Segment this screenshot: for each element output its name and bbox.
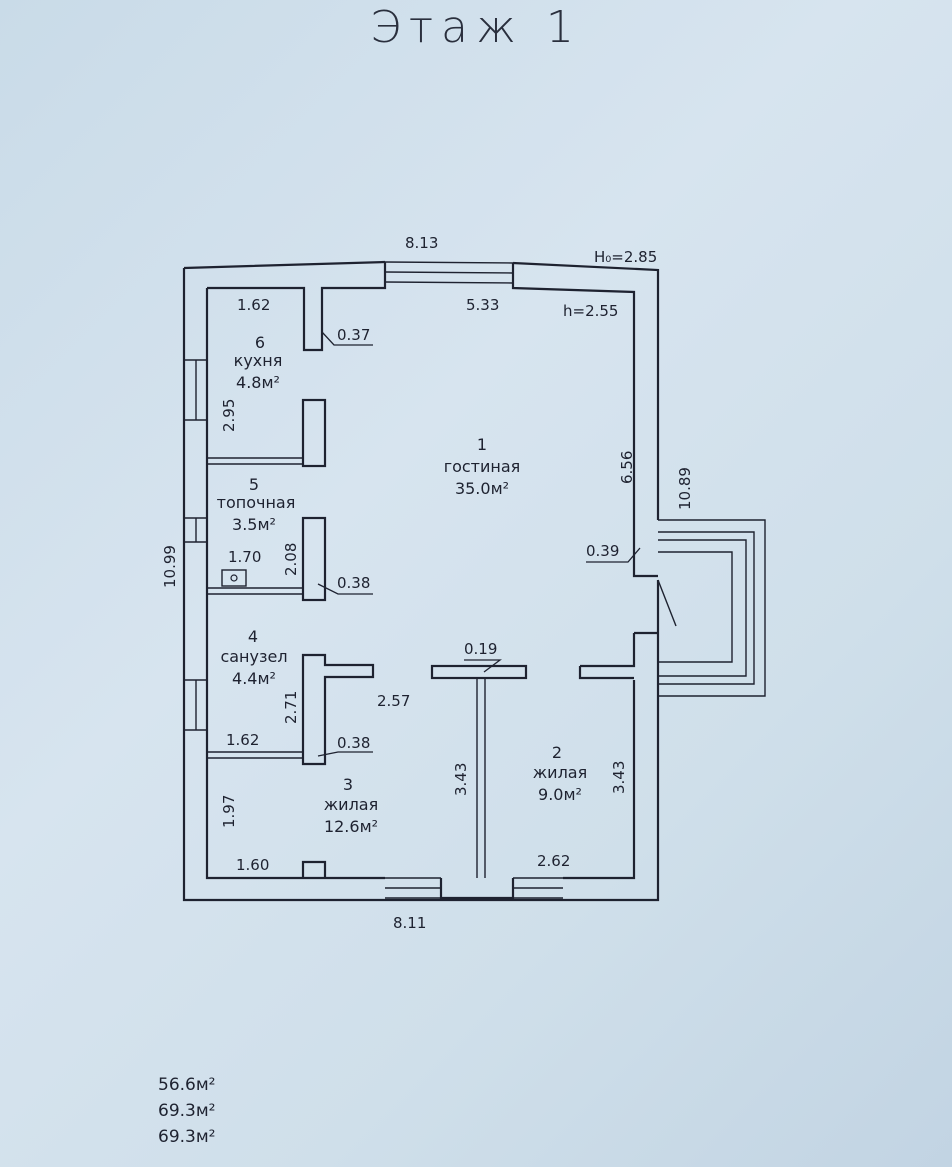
room-area: 4.8м² — [236, 373, 280, 392]
room-2-label: 2 жилая 9.0м² — [533, 743, 587, 804]
dim-wall-kitchen: 0.37 — [337, 326, 370, 344]
dim-room3-width: 2.57 — [377, 692, 410, 710]
room-area: 12.6м² — [324, 817, 378, 836]
dim-wc-width: 1.62 — [226, 731, 259, 749]
leader-037 — [321, 331, 373, 346]
room-number: 1 — [477, 435, 487, 454]
kitchen-wall-top — [207, 262, 387, 352]
page-title: Этаж 1 — [370, 2, 582, 53]
partition-wc-room3 — [207, 751, 303, 759]
room-number: 6 — [255, 333, 265, 352]
entrance-door — [657, 579, 677, 627]
partition-middle — [430, 664, 528, 680]
window-left-3 — [184, 679, 207, 731]
total-area-1: 56.6м² — [158, 1075, 216, 1095]
dim-room2-width: 2.62 — [537, 852, 570, 870]
room-number: 5 — [249, 475, 259, 494]
room-6-label: 6 кухня 4.8м² — [234, 333, 283, 392]
dim-wall-boiler: 0.38 — [337, 574, 370, 592]
window-bottom-2 — [513, 877, 563, 899]
dim-kitchen-width: 1.62 — [237, 296, 270, 314]
window-bottom-1 — [385, 877, 441, 899]
total-area-3: 69.3м² — [158, 1127, 216, 1147]
dim-living-depth: 6.56 — [618, 451, 636, 484]
height-inner: h=2.55 — [563, 302, 618, 320]
dim-top-outer: 8.13 — [405, 234, 438, 252]
window-top — [384, 261, 514, 284]
partition-boiler-wc — [207, 587, 303, 595]
room-number: 2 — [552, 743, 562, 762]
room-name: санузел — [220, 647, 287, 666]
inner-wall-outline — [205, 288, 658, 900]
room-name: жилая — [533, 763, 587, 782]
outer-wall-top — [183, 260, 660, 520]
dim-room3-depth: 1.97 — [220, 795, 238, 828]
dim-room2-depth: 3.43 — [610, 761, 628, 794]
outer-wall-left — [182, 268, 660, 902]
room-name: гостиная — [444, 457, 521, 476]
partition-room2-room3 — [476, 678, 486, 878]
dim-kitchen-depth: 2.95 — [220, 399, 238, 432]
room-4-label: 4 санузел 4.4м² — [220, 627, 287, 688]
boiler-icon-dot — [230, 574, 238, 582]
total-area-2: 69.3м² — [158, 1101, 216, 1121]
partition-room2 — [578, 633, 636, 680]
room-name: кухня — [234, 351, 283, 370]
room-area: 9.0м² — [538, 785, 582, 804]
leader-019 — [464, 659, 502, 673]
partition-kitchen-boiler — [207, 457, 303, 465]
dim-boiler-width: 1.70 — [228, 548, 261, 566]
dim-wall-wc: 0.38 — [337, 734, 370, 752]
room-3-label: 3 жилая 12.6м² — [324, 775, 378, 836]
leader-039 — [586, 547, 641, 563]
room-5-label: 5 топочная 3.5м² — [217, 475, 296, 534]
dim-boiler-depth: 2.08 — [282, 543, 300, 576]
dim-room3-side: 3.43 — [452, 763, 470, 796]
porch — [658, 519, 766, 697]
dim-bottom-outer: 8.11 — [393, 914, 426, 932]
dim-partition: 0.19 — [464, 640, 497, 658]
living-wall-right — [511, 263, 658, 578]
leader-038a — [317, 583, 373, 595]
wall-notch — [301, 860, 327, 878]
partition-kitchen — [301, 398, 327, 468]
dim-left-outer: 10.99 — [161, 545, 179, 588]
room-number: 4 — [248, 627, 258, 646]
leader-038b — [317, 751, 373, 757]
window-left-1 — [184, 359, 207, 421]
room-1-label: 1 гостиная 35.0м² — [444, 435, 521, 498]
dim-wc-depth: 2.71 — [282, 691, 300, 724]
boiler-icon — [221, 569, 247, 587]
area-totals: 56.6м² 69.3м² 69.3м² — [158, 1072, 216, 1150]
room-area: 35.0м² — [455, 479, 509, 498]
room-name: жилая — [324, 795, 378, 814]
dim-room3-bottom: 1.60 — [236, 856, 269, 874]
partition-boiler — [301, 516, 327, 602]
room-name: топочная — [217, 493, 296, 512]
room-area: 3.5м² — [232, 515, 276, 534]
dim-wall-right: 0.39 — [586, 542, 619, 560]
room-number: 3 — [343, 775, 353, 794]
dim-right-outer: 10.89 — [676, 467, 694, 510]
height-outer: H₀=2.85 — [594, 248, 657, 266]
window-left-2 — [184, 517, 207, 543]
dim-living-width: 5.33 — [466, 296, 499, 314]
room-area: 4.4м² — [232, 669, 276, 688]
walls — [182, 260, 766, 902]
partition-wc — [301, 653, 375, 766]
